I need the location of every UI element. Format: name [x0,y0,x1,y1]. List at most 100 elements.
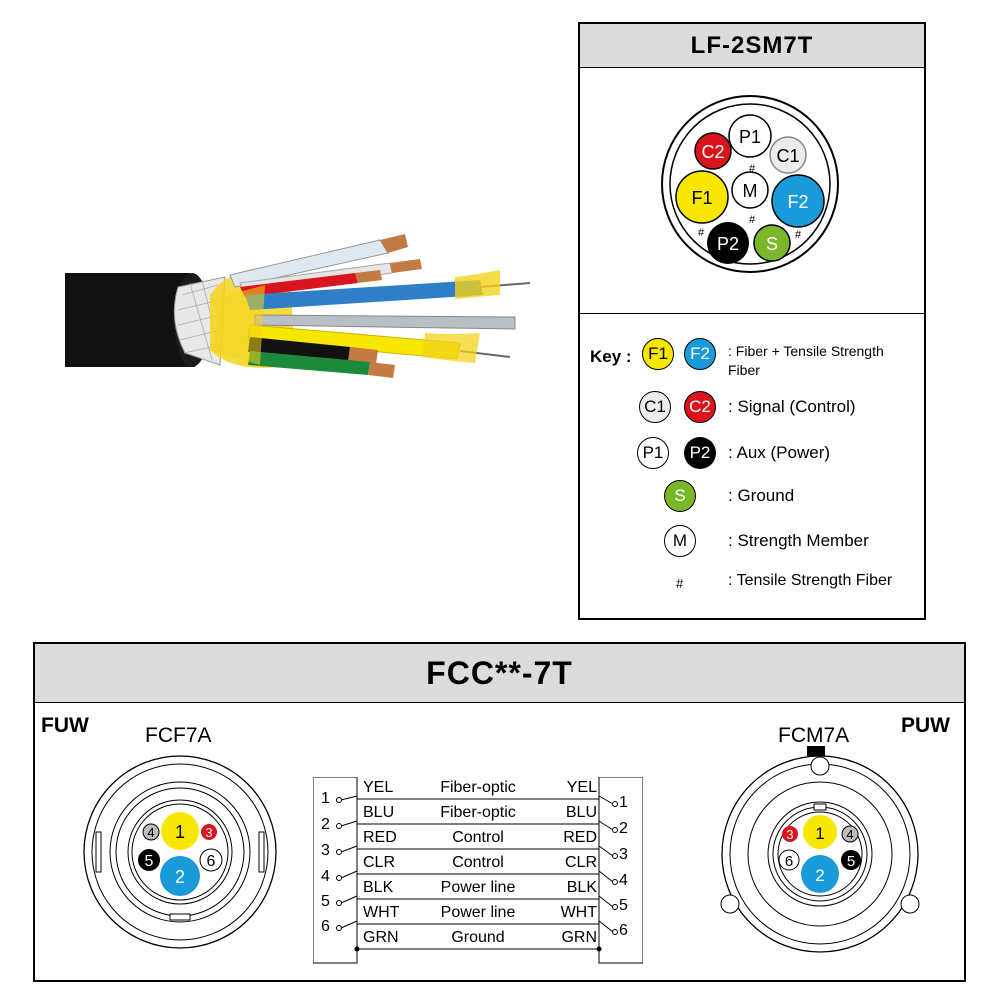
pin-dot [336,900,342,906]
cable-illustration [65,234,531,378]
pin-lead [598,845,614,857]
key-desc-fiber: : Fiber + Tensile Strength Fiber [728,343,884,378]
pin-lead [598,795,614,805]
pin-1: 1 [803,815,837,849]
wire-type: Fiber-optic [440,779,516,796]
pin-6: 6 [199,848,223,872]
svg-text:5: 5 [847,853,855,870]
wire-pin-right: 3 [619,846,628,863]
core-c2: C2 [694,132,732,170]
key-m: M [664,525,696,557]
key-f2: F2 [684,338,716,370]
wire-steel [254,314,516,330]
core-s: S [753,224,791,262]
pin-dot [336,875,342,881]
wire-type: Ground [451,929,505,946]
hash-mark: # [698,227,705,239]
pin-2: 2 [801,855,839,893]
pin-4: 4 [142,823,160,841]
key-c2: C2 [684,391,716,423]
pin-dot [612,929,618,935]
wire-pin-left: 2 [321,816,330,833]
wire-black [248,337,350,362]
svg-text:6: 6 [785,853,793,870]
pin-lead [598,870,614,883]
svg-text:M: M [743,181,758,201]
pin-4: 4 [841,825,859,843]
hash-mark: # [749,214,756,226]
svg-text:C1: C1 [776,146,799,166]
lf-title: LF-2SM7T [580,24,924,68]
svg-text:S: S [766,234,778,254]
key-desc-strength: : Strength Member [728,531,869,550]
pin-lead [340,920,358,929]
key-hash: # [676,576,684,591]
pin-lead [598,920,614,933]
pin-dot [612,879,618,885]
wire-pin-right: 5 [619,897,628,914]
svg-text:1: 1 [815,824,824,843]
wire-type: Power line [440,879,516,896]
svg-text:6: 6 [207,853,216,870]
pin-lead [340,845,358,853]
wire-right-color: GRN [561,929,597,946]
svg-text:F2: F2 [787,192,808,212]
wire-type: Control [452,854,504,871]
key-label: Key : [590,347,632,366]
pin-dot [612,827,618,833]
pin-dot [336,797,342,803]
left-corner-label: FUW [41,714,89,737]
wire-pin-left: 1 [321,790,330,807]
svg-text:1: 1 [175,822,185,842]
wire-blue [245,280,483,310]
key-c1: C1 [639,391,671,423]
wire-pin-right: 2 [619,820,628,837]
pin-lead [340,795,358,801]
wire-left-color: GRN [363,929,399,946]
pin-1: 1 [161,812,199,850]
svg-text:C2: C2 [701,142,724,162]
pin-lead [340,895,358,904]
wire-pin-left: 5 [321,893,330,910]
pin-dot [336,925,342,931]
wire-pin-left: 4 [321,868,330,885]
fcc-title: FCC**-7T [35,644,964,703]
pin-5: 5 [138,849,160,871]
wire-right-color: CLR [564,854,597,871]
svg-text:F1: F1 [691,188,712,208]
pin-dot [612,904,618,910]
pin-lead [340,870,358,879]
pin-2: 2 [160,856,200,896]
svg-text:2: 2 [815,866,824,885]
pin-dot [612,801,618,807]
hash-mark: # [795,229,802,241]
svg-text:3: 3 [786,827,793,842]
key-desc-aux: : Aux (Power) [728,443,831,462]
cable-jacket [65,273,195,367]
wire-left-color: WHT [363,904,400,921]
core-p1: P1 [728,114,772,158]
wire-left-color: RED [363,829,397,846]
wire-pin-left: 6 [321,918,330,935]
divider [580,313,924,314]
key-s: S [664,480,696,512]
core-p2: P2 [707,222,749,264]
svg-text:4: 4 [147,825,154,840]
right-corner-label: PUW [901,714,950,737]
svg-text:P1: P1 [739,127,761,147]
wire-pin-right: 6 [619,922,628,939]
key-f1: F1 [642,338,674,370]
core-f1: F1 [675,170,729,224]
pin-6: 6 [778,849,800,871]
key-p2: P2 [684,437,716,469]
wire-right-color: BLK [566,879,597,896]
wire-type: Control [452,829,504,846]
wiring-lines [313,777,643,964]
key-desc-tensile: : Tensile Strength Fiber [728,572,893,589]
connector-fcm7a: 1 2 3 4 5 6 [720,746,920,953]
right-connector-label: FCM7A [778,724,850,747]
wire-left-color: CLR [363,854,396,871]
pin-dot [336,823,342,829]
wire-pin-right: 4 [619,872,628,889]
wire-left-color: BLU [363,804,395,821]
